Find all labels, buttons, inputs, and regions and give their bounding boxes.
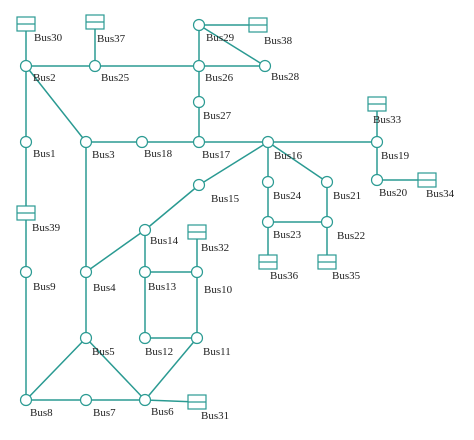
- bus14-label: Bus14: [150, 235, 179, 247]
- bus22-node: [320, 215, 334, 229]
- bus6-node: [138, 393, 152, 407]
- bus37-generator-icon: [85, 14, 105, 30]
- bus24-label: Bus24: [273, 190, 302, 202]
- bus5-node: [79, 331, 93, 345]
- bus8-node: [19, 393, 33, 407]
- line-bus11-bus6: [144, 337, 198, 401]
- bus39-label: Bus39: [32, 222, 61, 234]
- bus35-label: Bus35: [332, 270, 361, 282]
- bus17-node: [192, 135, 206, 149]
- bus5-label: Bus5: [92, 346, 115, 358]
- line-bus15-bus16: [198, 141, 269, 186]
- bus39-generator-icon: [16, 205, 36, 221]
- bus21-node: [320, 175, 334, 189]
- bus38-generator-icon: [248, 17, 268, 33]
- bus28-label: Bus28: [271, 71, 300, 83]
- bus35-generator-icon: [317, 254, 337, 270]
- bus34-generator-icon: [417, 172, 437, 188]
- bus26-label: Bus26: [205, 72, 234, 84]
- bus11-label: Bus11: [203, 346, 231, 358]
- bus30-label: Bus30: [34, 32, 63, 44]
- bus18-label: Bus18: [144, 148, 173, 160]
- bus19-node: [370, 135, 384, 149]
- bus27-node: [192, 95, 206, 109]
- bus-nodes: [16, 14, 437, 410]
- bus15-node: [192, 178, 206, 192]
- bus31-label: Bus31: [201, 410, 229, 422]
- bus38-label: Bus38: [264, 35, 293, 47]
- bus3-label: Bus3: [92, 149, 115, 161]
- bus27-label: Bus27: [203, 110, 232, 122]
- bus31-generator-icon: [187, 394, 207, 410]
- bus33-label: Bus33: [373, 114, 402, 126]
- bus4-node: [79, 265, 93, 279]
- bus29-label: Bus29: [206, 32, 235, 44]
- bus24-node: [261, 175, 275, 189]
- bus12-label: Bus12: [145, 346, 173, 358]
- bus9-label: Bus9: [33, 281, 56, 293]
- bus37-label: Bus37: [97, 33, 126, 45]
- bus1-label: Bus1: [33, 148, 56, 160]
- bus36-generator-icon: [258, 254, 278, 270]
- bus23-node: [261, 215, 275, 229]
- bus8-label: Bus8: [30, 407, 53, 419]
- bus32-label: Bus32: [201, 242, 229, 254]
- bus28-node: [258, 59, 272, 73]
- bus13-node: [138, 265, 152, 279]
- bus6-label: Bus6: [151, 406, 174, 418]
- bus16-node: [261, 135, 275, 149]
- line-bus5-bus8: [25, 337, 87, 401]
- bus2-label: Bus2: [33, 72, 56, 84]
- bus10-label: Bus10: [204, 284, 233, 296]
- line-bus16-bus21: [267, 141, 328, 183]
- line-bus14-bus15: [144, 184, 200, 231]
- line-bus2-bus3: [25, 65, 87, 143]
- bus21-label: Bus21: [333, 190, 361, 202]
- bus16-label: Bus16: [274, 150, 303, 162]
- bus30-generator-icon: [16, 16, 36, 32]
- bus34-label: Bus34: [426, 188, 455, 200]
- bus26-node: [192, 59, 206, 73]
- bus7-label: Bus7: [93, 407, 116, 419]
- bus22-label: Bus22: [337, 230, 365, 242]
- bus4-label: Bus4: [93, 282, 116, 294]
- bus33-generator-icon: [367, 96, 387, 112]
- bus10-node: [190, 265, 204, 279]
- bus7-node: [79, 393, 93, 407]
- line-bus29-bus28: [198, 24, 266, 67]
- bus12-node: [138, 331, 152, 345]
- bus1-node: [19, 135, 33, 149]
- bus32-generator-icon: [187, 224, 207, 240]
- bus2-node: [19, 59, 33, 73]
- bus25-node: [88, 59, 102, 73]
- bus15-label: Bus15: [211, 193, 240, 205]
- line-bus4-bus14: [85, 229, 146, 273]
- bus25-label: Bus25: [101, 72, 130, 84]
- bus13-label: Bus13: [148, 281, 177, 293]
- bus20-label: Bus20: [379, 187, 408, 199]
- bus11-node: [190, 331, 204, 345]
- bus19-label: Bus19: [381, 150, 410, 162]
- bus18-node: [135, 135, 149, 149]
- bus23-label: Bus23: [273, 229, 302, 241]
- line-bus5-bus6: [85, 337, 146, 401]
- bus36-label: Bus36: [270, 270, 299, 282]
- bus17-label: Bus17: [202, 149, 231, 161]
- bus9-node: [19, 265, 33, 279]
- bus14-node: [138, 223, 152, 237]
- bus20-node: [370, 173, 384, 187]
- bus29-node: [192, 18, 206, 32]
- bus3-node: [79, 135, 93, 149]
